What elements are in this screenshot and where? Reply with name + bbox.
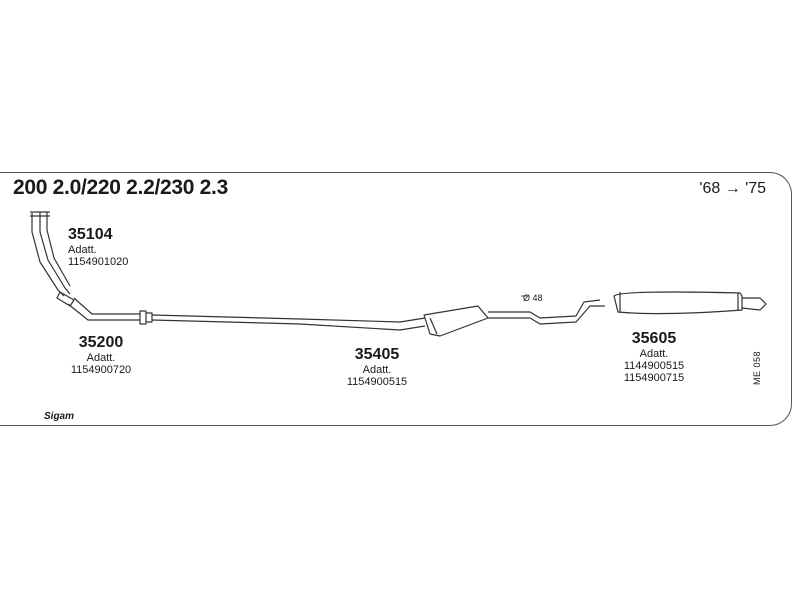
part-ref: 1154900715 [623, 372, 685, 384]
part-number: 35200 [78, 334, 124, 351]
diameter-label: Ø 48 [523, 293, 543, 303]
middle-pipe [151, 314, 426, 331]
rear-muffler [613, 291, 743, 315]
year-range: '68 → '75 [699, 180, 766, 197]
manifold-pipes [30, 211, 71, 297]
part-35605: 35605 Adatt. 1144900515 1154900715 [616, 330, 692, 384]
diagram-code: ME 058 [752, 350, 762, 385]
part-number: 35405 [354, 346, 400, 363]
part-note: Adatt. [68, 244, 97, 256]
part-note: Adatt. [639, 348, 669, 360]
rear-pipe [488, 299, 605, 325]
tailpipe [741, 297, 767, 311]
part-number: 35605 [631, 330, 677, 347]
part-ref: 1154901020 [68, 256, 129, 268]
part-ref: 1144900515 [623, 360, 685, 372]
part-ref: 1154900515 [346, 376, 408, 388]
model-title: 200 2.0/220 2.2/230 2.3 [13, 176, 228, 199]
part-35200: 35200 Adatt. 1154900720 [66, 334, 136, 376]
part-35104: 35104 Adatt. 1154901020 [68, 226, 128, 268]
diagram-panel [0, 172, 792, 426]
brand-logo: Sigam [44, 411, 75, 422]
front-pipe [67, 297, 140, 321]
part-note: Adatt. [362, 364, 392, 376]
part-note: Adatt. [86, 352, 116, 364]
coupling [139, 310, 153, 325]
front-flange [56, 291, 75, 307]
part-number: 35104 [68, 226, 113, 243]
center-muffler [423, 305, 489, 337]
part-ref: 1154900720 [70, 364, 132, 376]
part-35405: 35405 Adatt. 1154900515 [339, 346, 415, 388]
